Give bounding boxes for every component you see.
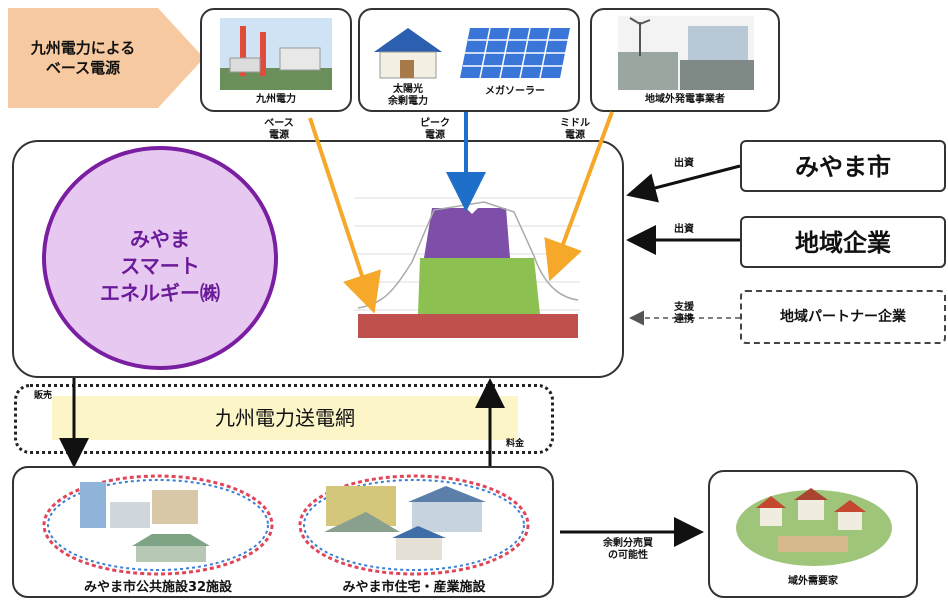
supplier-kyushu-label: 九州電力 [256, 94, 296, 105]
support-label: 支援 連携 [664, 302, 704, 326]
investor-city-label: みやま市 [795, 153, 891, 181]
base-load-block [358, 314, 578, 338]
support-line2: 連携 [674, 314, 694, 325]
base-source-label: ベース 電源 [254, 118, 304, 142]
residential-facilities-label: みやま市住宅・産業施設 [342, 580, 486, 595]
peak-load-block [424, 208, 510, 258]
investor-local-box: 地域企業 [740, 216, 946, 268]
mega-solar-label: メガソーラー [485, 86, 545, 97]
base-power-line1: 九州電力による [30, 39, 136, 57]
city-invest-arrow [626, 164, 741, 203]
wind-turbine-icon [618, 16, 754, 90]
grid-band [52, 396, 518, 440]
base-power-label: 九州電力による ベース電源 [8, 38, 158, 78]
surplus-line2: の可能性 [608, 550, 648, 561]
grid-sales-label: 販売 [33, 391, 52, 401]
company-line3: エネルギー㈱ [100, 281, 220, 305]
residential-buildings-icon [324, 486, 486, 560]
solar-surplus-line1: 太陽光 [393, 84, 423, 95]
peak-source-line2: 電源 [425, 130, 445, 141]
outside-consumers-label: 域外需要家 [788, 576, 838, 587]
company-line1: みやま [130, 227, 190, 251]
peak-source-line1: ピーク [420, 118, 450, 129]
base-power-arrow-shape [8, 8, 204, 108]
middle-source-label: ミドル 電源 [550, 118, 600, 142]
outside-consumers-box: 域外需要家 [708, 470, 918, 598]
solar-surplus-line2: 余剰電力 [388, 96, 428, 107]
middle-source-line2: 電源 [565, 130, 585, 141]
company-line2: スマート [120, 254, 200, 278]
supplier-regional-box: 地域外発電事業者 [590, 8, 780, 112]
base-power-line2: ベース電源 [45, 59, 121, 77]
supplier-kyushu-box: 九州電力 [200, 8, 352, 112]
public-buildings-icon [80, 482, 210, 562]
base-source-line2: 電源 [269, 130, 289, 141]
supplier-regional-label: 地域外発電事業者 [645, 94, 725, 105]
base-power-arrow [308, 117, 381, 314]
peak-source-label: ピーク 電源 [410, 118, 460, 142]
public-facilities-ellipse [42, 474, 274, 576]
investor-partner-box: 地域パートナー企業 [740, 290, 946, 344]
town-icon [736, 488, 892, 566]
investor-city-box: みやま市 [740, 140, 946, 192]
support-line1: 支援 [674, 302, 694, 313]
residential-facilities-ellipse [298, 474, 530, 576]
surplus-line1: 余剰分売買 [603, 538, 653, 549]
house-solar-icon [374, 28, 442, 79]
surplus-label: 余剰分売買 の可能性 [580, 538, 676, 562]
company-circle [42, 146, 278, 370]
invest-label-1: 出資 [674, 158, 694, 169]
grid-dotted-frame [14, 384, 554, 454]
solar-surplus-label: 太陽光 余剰電力 [368, 84, 448, 108]
middle-load-block [418, 258, 540, 314]
grid-title: 九州電力送電網 [215, 406, 355, 430]
mega-solar-icon [460, 28, 570, 78]
company-name: みやま スマート エネルギー㈱ [80, 226, 240, 307]
middle-power-arrow [544, 111, 614, 282]
grid-fee-label: 料金 [505, 439, 524, 449]
invest-label-2: 出資 [674, 224, 694, 235]
supplier-solar-box: 太陽光 余剰電力 メガソーラー [358, 8, 580, 112]
public-facilities-label: みやま市公共施設32施設 [83, 580, 233, 595]
power-plant-icon [220, 18, 332, 90]
investor-local-label: 地域企業 [795, 229, 891, 257]
investor-partner-label: 地域パートナー企業 [780, 309, 906, 325]
base-source-line1: ベース [264, 118, 294, 129]
middle-source-line1: ミドル [560, 118, 590, 129]
